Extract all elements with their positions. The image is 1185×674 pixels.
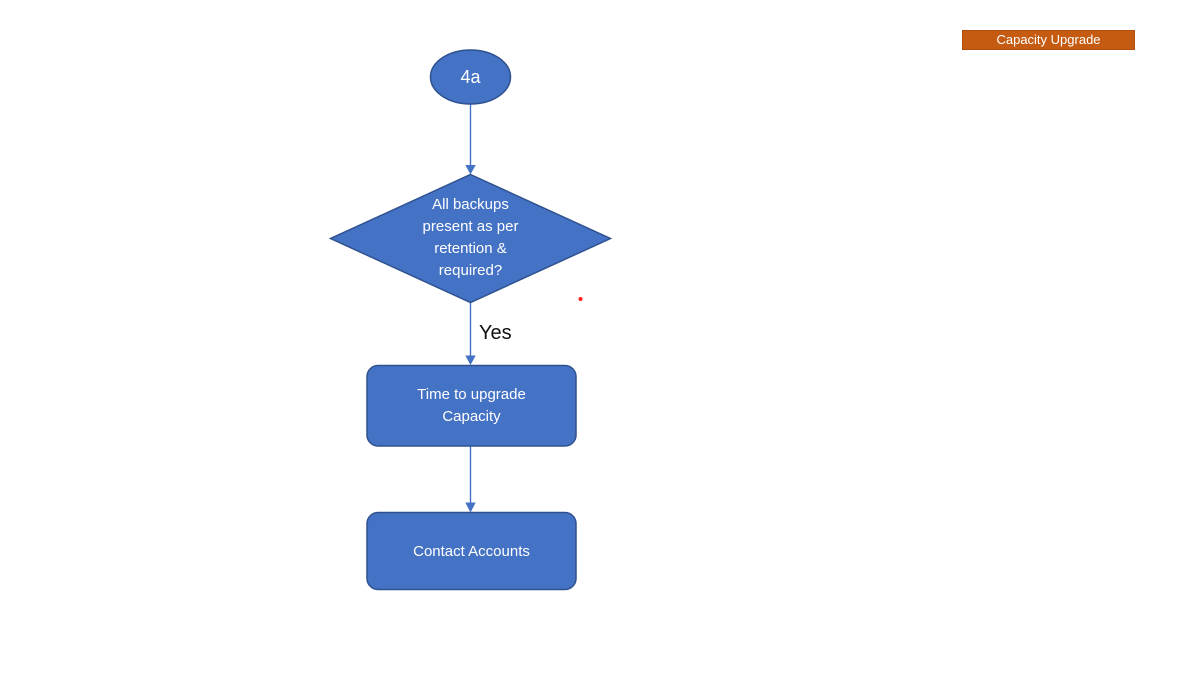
arrowhead-decision-upgrade-icon bbox=[465, 355, 476, 365]
start-node-shape bbox=[429, 49, 512, 105]
decision-node-shape bbox=[328, 173, 613, 304]
upgrade-node-shape bbox=[366, 364, 577, 447]
capacity-upgrade-banner: Capacity Upgrade bbox=[962, 30, 1135, 50]
stray-red-dot bbox=[578, 297, 583, 301]
edge-label-yes: Yes bbox=[479, 322, 512, 344]
arrowhead-upgrade-contact-icon bbox=[465, 502, 476, 513]
arrowhead-start-decision-icon bbox=[465, 165, 476, 175]
contact-node-shape bbox=[366, 511, 577, 591]
